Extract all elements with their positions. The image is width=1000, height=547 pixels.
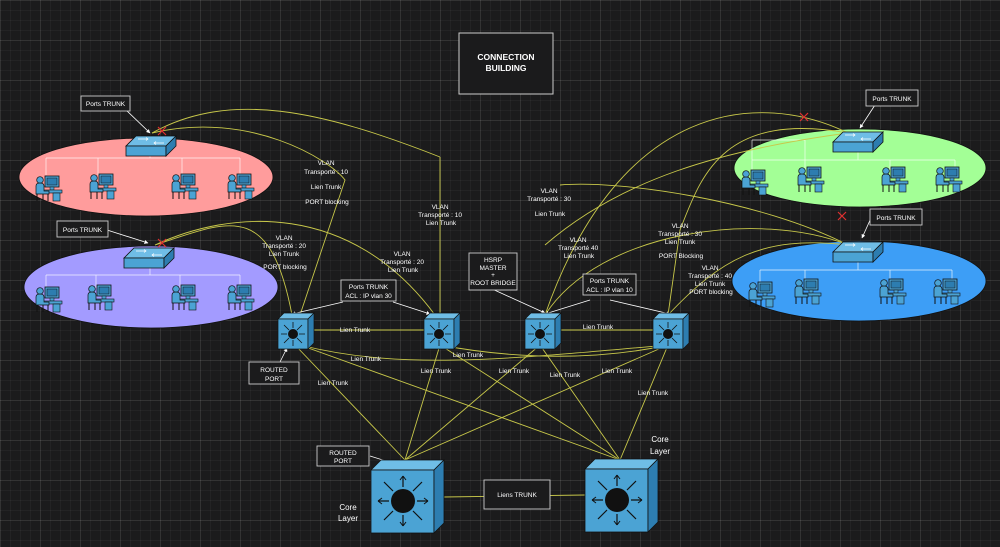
- core-layer-left-line-1: Core: [339, 503, 357, 512]
- title-line-2: BUILDING: [485, 63, 526, 73]
- lien-trunk-label: Lien Trunk: [583, 324, 614, 331]
- vlan-label-10-mid: VLAN Transporté : 10 Lien Trunk: [418, 204, 464, 227]
- dist-switch-3: [524, 312, 562, 350]
- lan-wiring-green: [751, 139, 956, 170]
- acl-left-line-1: Ports TRUNK: [349, 284, 389, 291]
- core-switch-left: [370, 459, 445, 534]
- hsrp-line-4: ROOT BRIDGE: [470, 280, 516, 287]
- lien-trunk-label: Lien Trunk: [638, 390, 669, 397]
- acl-right-line-2: ACL : IP vlan 10: [586, 287, 633, 294]
- core-switch-right: [584, 458, 659, 533]
- lan-wiring-purple: [45, 268, 241, 288]
- title-box: [458, 32, 554, 95]
- hsrp-line-1: HSRP: [484, 257, 502, 264]
- acl-left-line-2: ACL : IP vlan 30: [345, 293, 392, 300]
- routed-port-dist-line-1: ROUTED: [260, 367, 288, 374]
- lien-trunk-label: Lien Trunk: [340, 327, 371, 334]
- access-switch-blue: [832, 241, 884, 263]
- hsrp-line-3: +: [491, 272, 495, 279]
- dist-switch-1: [277, 312, 315, 350]
- dist-switch-4: [652, 312, 690, 350]
- ports-trunk-label-blue: Ports TRUNK: [876, 215, 916, 222]
- vlan-label-30-right: VLAN Transporté : 30 Lien Trunk PORT Blo…: [658, 223, 704, 260]
- core-layer-right-line-1: Core: [651, 435, 669, 444]
- routed-port-core-line-1: ROUTED: [329, 450, 357, 457]
- blocked-port-marks: [157, 112, 847, 248]
- lien-trunk-label: Lien Trunk: [421, 368, 452, 375]
- lien-trunk-label: Lien Trunk: [602, 368, 633, 375]
- vlan-label-10-left: VLAN Transporté : 10 Lien Trunk PORT blo…: [304, 160, 350, 206]
- vlan-label-20-left: VLAN Transporté : 20 Lien Trunk PORT blo…: [262, 235, 308, 271]
- zone-vlan30: [733, 128, 987, 208]
- ports-trunk-label-purple: Ports TRUNK: [63, 227, 103, 234]
- hsrp-line-2: MASTER: [479, 265, 506, 272]
- routed-port-core-line-2: PORT: [334, 458, 352, 465]
- lien-trunk-label: Lien Trunk: [550, 372, 581, 379]
- acl-right-line-1: Ports TRUNK: [590, 278, 630, 285]
- routed-port-dist-line-2: PORT: [265, 376, 283, 383]
- access-switch-green: [832, 131, 884, 153]
- callout-arrows: [106, 104, 876, 467]
- vlan-label-40-right: VLAN Transporté : 40 Lien Trunk PORT blo…: [688, 265, 734, 296]
- access-switch-purple: [123, 247, 175, 269]
- lien-trunk-label: Lien Trunk: [351, 356, 382, 363]
- core-layer-right-line-2: Layer: [650, 447, 670, 456]
- zone-vlan20: [23, 245, 279, 329]
- ports-trunk-label-red: Ports TRUNK: [86, 101, 126, 108]
- lan-wiring-blue: [759, 262, 953, 282]
- ports-trunk-label-green: Ports TRUNK: [872, 96, 912, 103]
- lien-trunk-label: Lien Trunk: [499, 368, 530, 375]
- core-layer-left-line-2: Layer: [338, 514, 358, 523]
- title-line-1: CONNECTION: [477, 52, 534, 62]
- liens-trunk-label: Liens TRUNK: [497, 492, 537, 499]
- access-switch-red: [125, 135, 177, 157]
- vlan-label-20-mid: VLAN Transporté : 20 Lien Trunk: [380, 251, 426, 274]
- links: [151, 108, 849, 498]
- dist-switch-2: [423, 312, 461, 350]
- lien-trunk-label: Lien Trunk: [318, 380, 349, 387]
- lien-trunk-label: Lien Trunk: [453, 352, 484, 359]
- vlan-label-40-mid: VLAN Transporté 40 Lien Trunk: [558, 237, 600, 260]
- vlan-label-30-mid: VLAN Transporté : 30 Lien Trunk: [527, 188, 573, 218]
